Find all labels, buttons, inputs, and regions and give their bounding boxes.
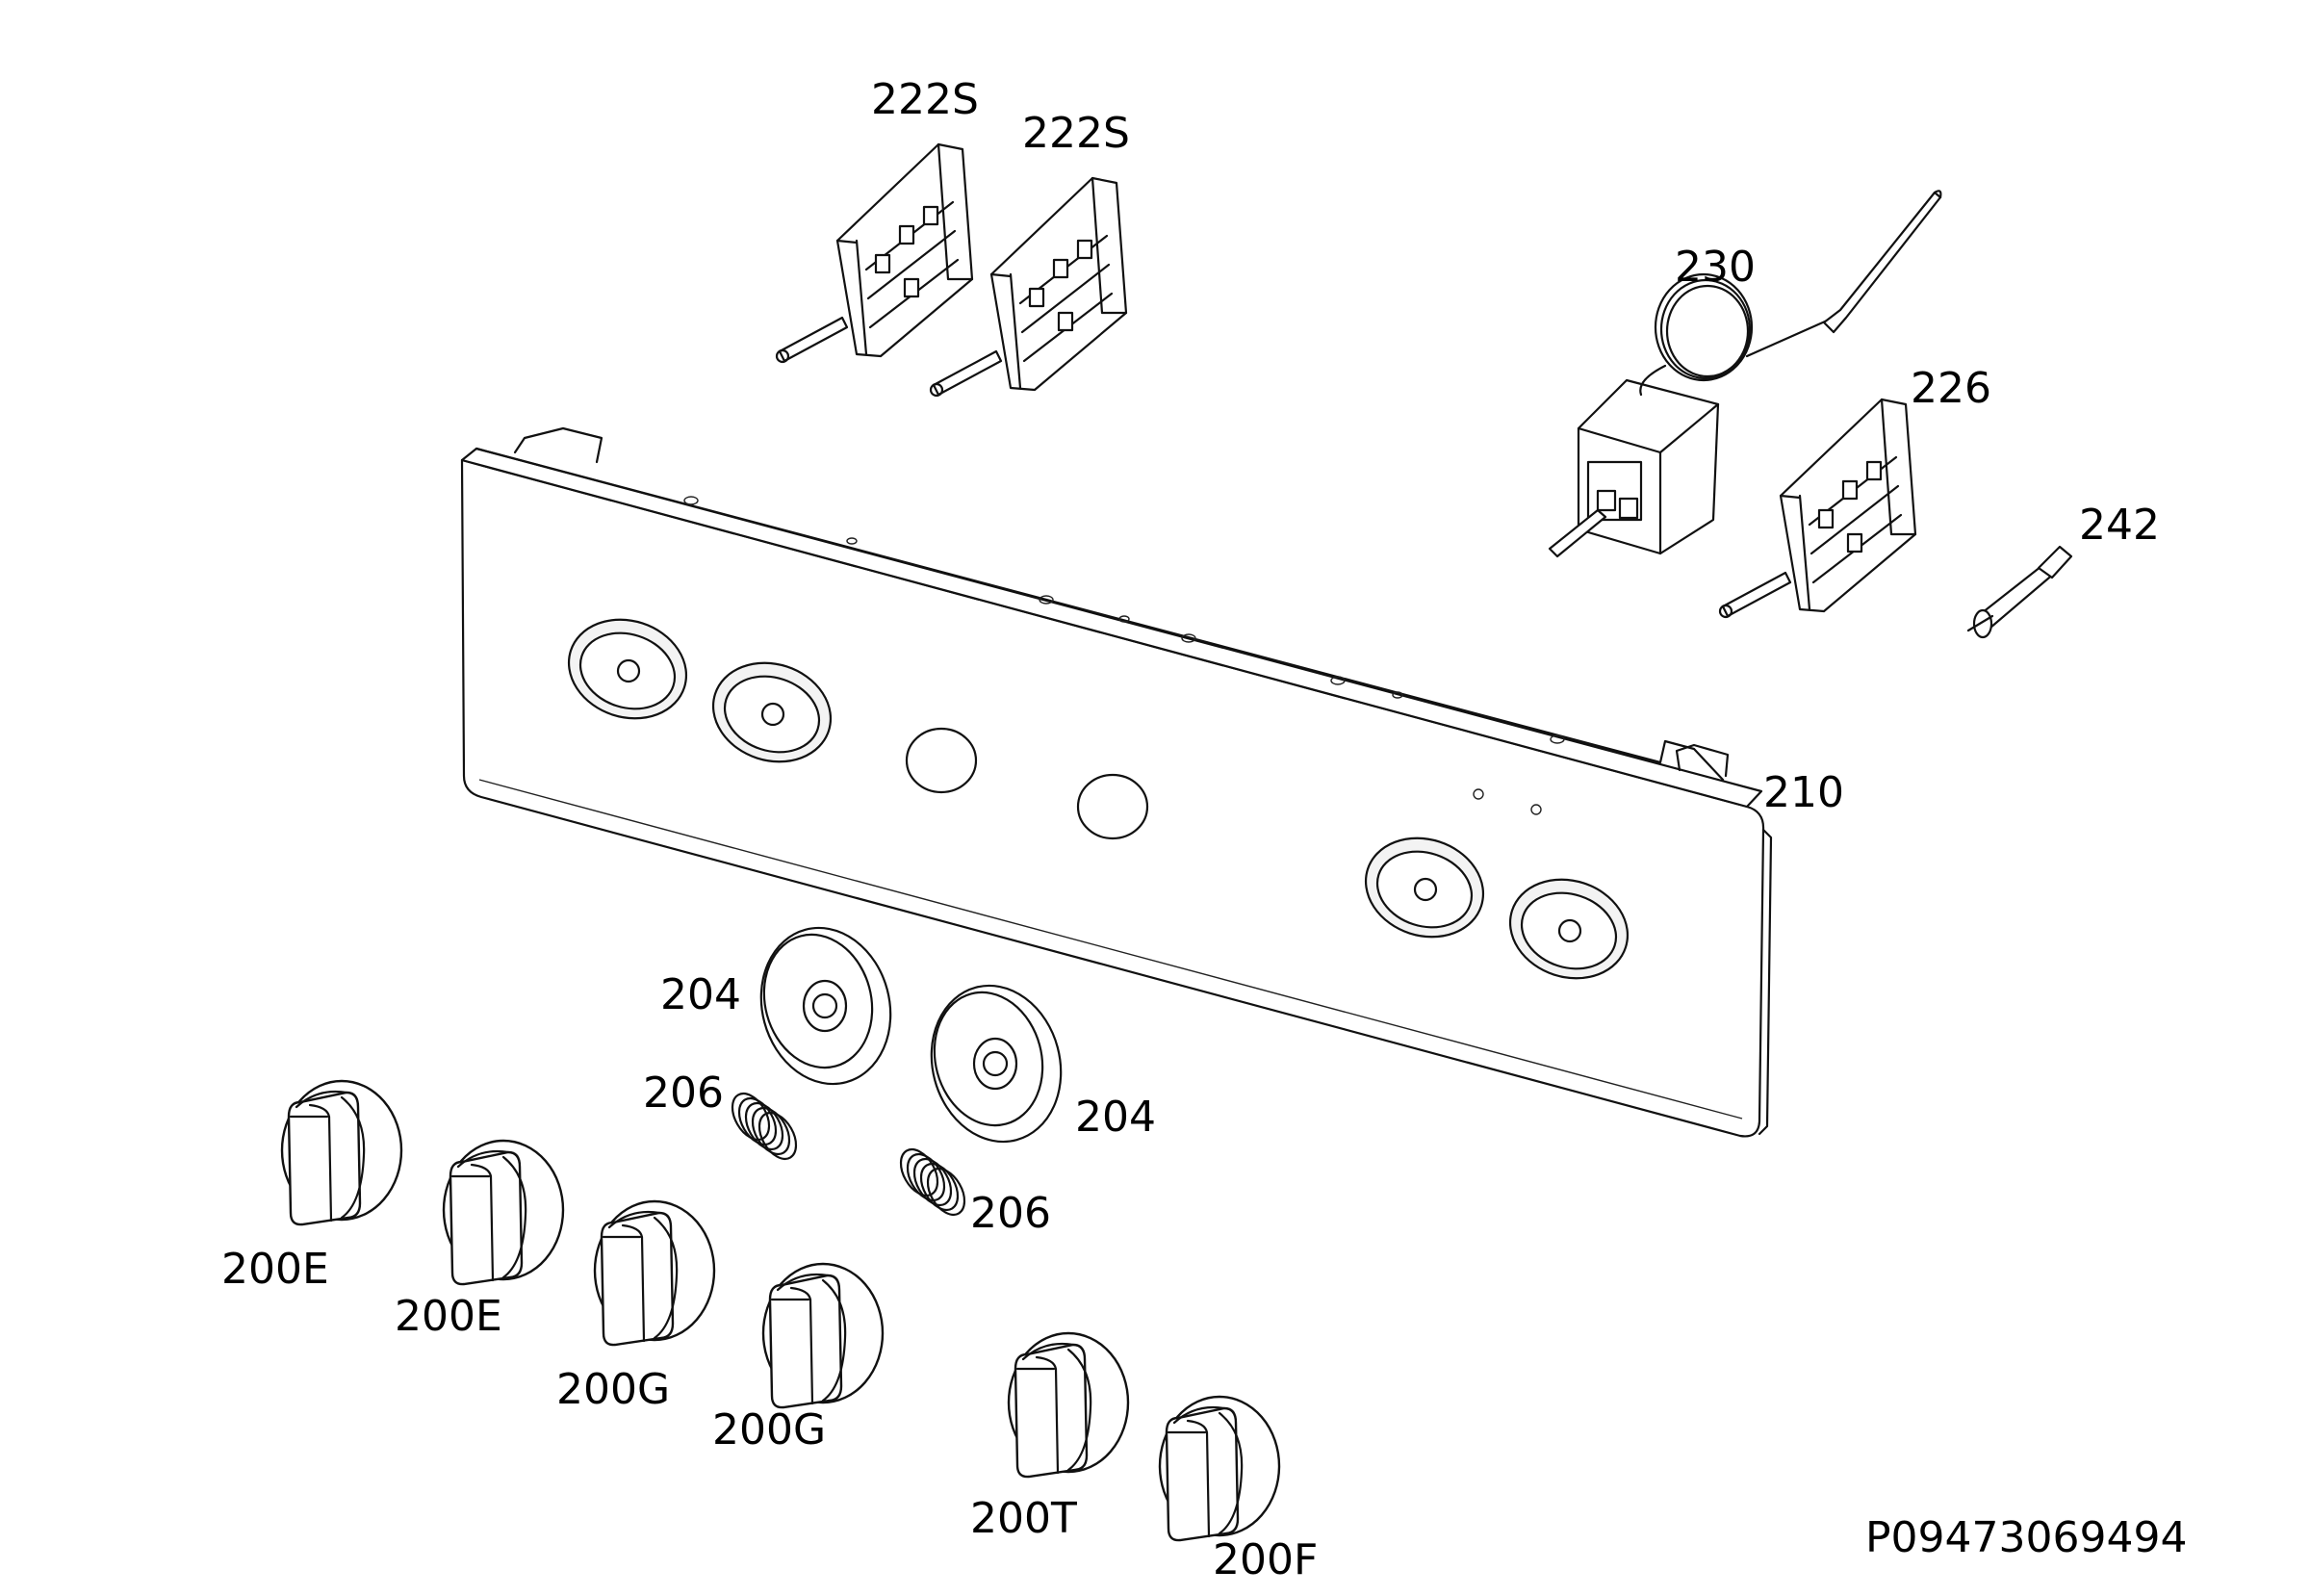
label-200f: 200F — [1213, 1535, 1318, 1584]
knob-200g-b — [761, 1262, 885, 1409]
knob-200f — [1158, 1395, 1281, 1542]
label-200e-b: 200E — [395, 1292, 502, 1341]
label-226: 226 — [1911, 364, 1991, 413]
knob-200g-a — [593, 1199, 716, 1347]
label-222s-a: 222S — [871, 75, 979, 124]
label-210: 210 — [1763, 768, 1844, 817]
label-222s-b: 222S — [1022, 109, 1130, 158]
label-200g-a: 200G — [556, 1365, 670, 1414]
panel-opening-3 — [1364, 837, 1485, 939]
control-panel-210 — [460, 426, 1773, 1138]
label-230: 230 — [1675, 243, 1756, 292]
label-200g-b: 200G — [712, 1405, 826, 1454]
drawing-number: P09473069494 — [1865, 1513, 2187, 1562]
label-206-b: 206 — [970, 1189, 1051, 1238]
panel-opening-2 — [711, 661, 833, 763]
panel-hole-2 — [1076, 773, 1149, 840]
knob-200t — [1007, 1331, 1130, 1479]
label-204-a: 204 — [660, 970, 741, 1019]
selector-switch-222s-b — [929, 176, 1128, 398]
bezel-204-a — [759, 926, 892, 1086]
label-204-b: 204 — [1075, 1093, 1156, 1142]
knob-200e-b — [442, 1139, 565, 1286]
label-200t: 200T — [970, 1494, 1077, 1543]
label-200e-a: 200E — [221, 1245, 329, 1294]
label-242: 242 — [2079, 501, 2160, 550]
panel-opening-4 — [1508, 878, 1630, 980]
panel-hole-1 — [905, 727, 978, 794]
panel-opening-1 — [567, 618, 688, 720]
thermostat-230 — [1548, 190, 1942, 558]
spring-206-a — [731, 1093, 798, 1160]
selector-switch-226 — [1718, 398, 1917, 619]
igniter-242 — [1966, 545, 2073, 639]
selector-switch-222s-a — [775, 142, 974, 364]
knob-200e-a — [280, 1079, 403, 1226]
label-206-a: 206 — [643, 1068, 724, 1118]
bezel-204-b — [930, 984, 1063, 1144]
spring-206-b — [899, 1148, 966, 1216]
